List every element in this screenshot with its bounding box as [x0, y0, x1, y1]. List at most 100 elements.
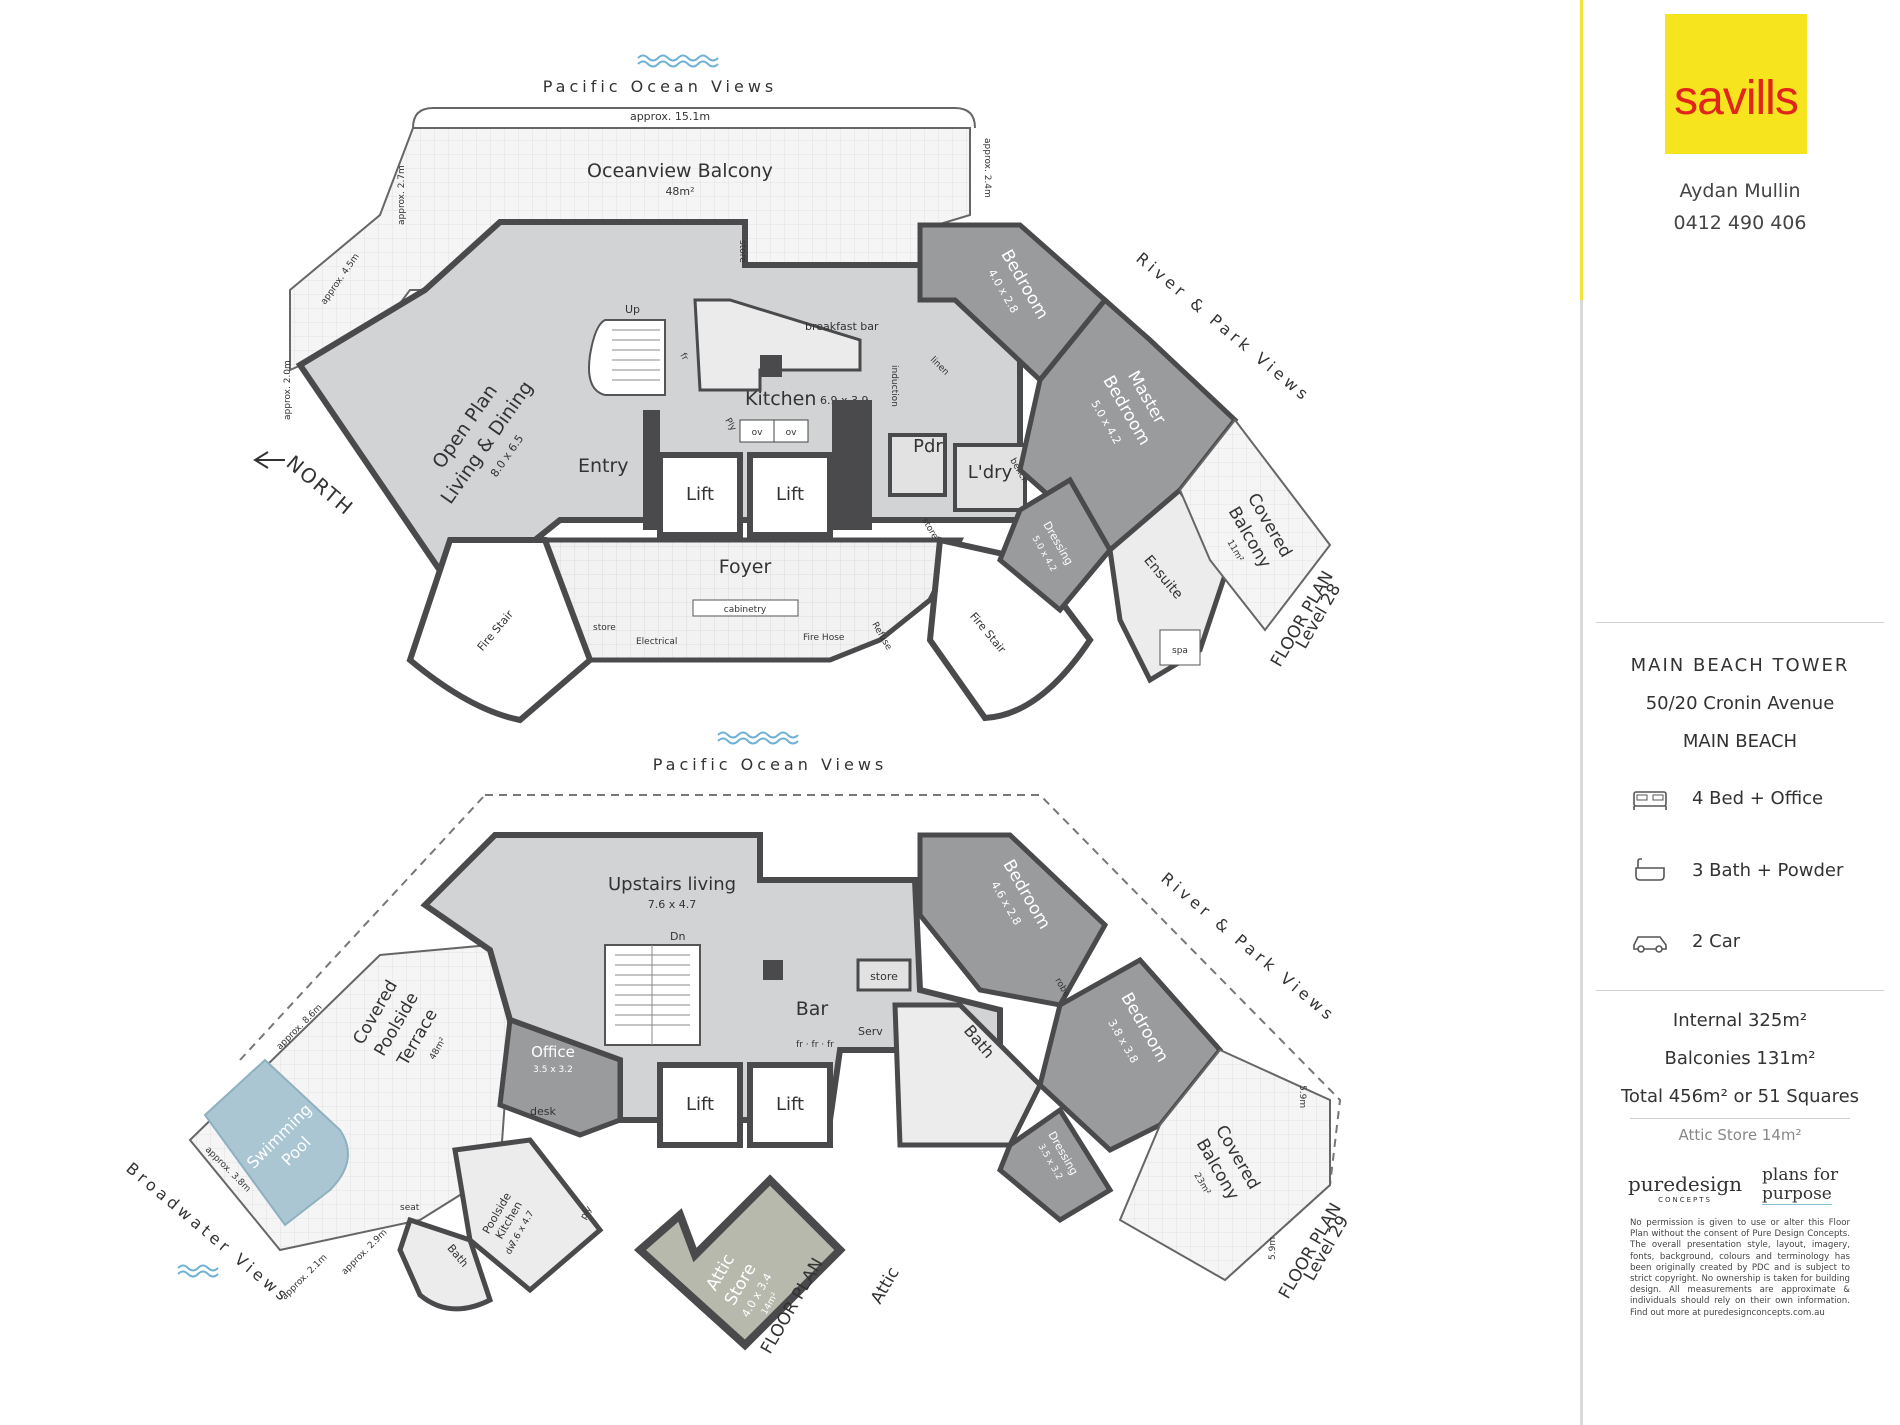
wave-icon — [717, 731, 799, 745]
office-label: Office — [531, 1043, 575, 1061]
up-label: Up — [625, 303, 640, 316]
north-label: NORTH — [282, 450, 359, 520]
store-label-l29: store — [870, 970, 898, 983]
divider — [1630, 1118, 1850, 1119]
views-top-label-l29: Pacific Ocean Views — [653, 755, 888, 774]
oven-2: ov — [786, 428, 798, 438]
bathroom-l29 — [892, 1002, 1044, 1148]
lift-2-label: Lift — [776, 484, 804, 505]
fridges-label: fr · fr · fr — [796, 1040, 834, 1050]
bath-icon — [1635, 858, 1665, 881]
savills-logo: savills — [1665, 14, 1807, 154]
plans-line-1: plans for — [1762, 1165, 1839, 1185]
feature-cars: 2 Car — [1630, 926, 1740, 956]
attic-plan: Attic Store 4.0 x 3.4 14m² FLOOR PLAN At… — [633, 1174, 904, 1358]
suburb: MAIN BEACH — [1682, 731, 1798, 752]
lift-1-label: Lift — [686, 484, 714, 505]
logo-text: savills — [1674, 71, 1799, 125]
puredesign-logo: puredesign CONCEPTS — [1628, 1172, 1742, 1204]
fire-stair-2 — [926, 536, 1094, 722]
oven-1: ov — [752, 428, 764, 438]
lift-2-l29-label: Lift — [776, 1094, 804, 1115]
lift-1-l29 — [657, 1062, 743, 1148]
covered-balcony-l28 — [1178, 418, 1332, 632]
balconies-area: Balconies 131m² — [1664, 1048, 1816, 1069]
dressing-l29 — [997, 1106, 1114, 1224]
fire-stair-1 — [406, 537, 594, 724]
seat-label: seat — [400, 1203, 420, 1213]
dim-left-1: approx. 2.7m — [397, 165, 407, 225]
attic-area-summary: Attic Store 14m² — [1678, 1126, 1802, 1144]
breakfast-label: breakfast bar — [805, 320, 879, 333]
induction-label: induction — [889, 365, 899, 407]
spa-label: spa — [1172, 646, 1188, 656]
tower-name: MAIN BEACH TOWER — [1630, 655, 1850, 676]
laundry-label: L'dry — [968, 462, 1013, 483]
level-29-plan: Pacific Ocean Views Covered Poolside Ter… — [122, 731, 1353, 1312]
views-top-label: Pacific Ocean Views — [543, 77, 778, 96]
sidebar-accent — [1580, 0, 1583, 300]
stair-down — [604, 944, 701, 1046]
plans-for-purpose-logo: plans for purpose — [1762, 1166, 1838, 1205]
powder-room — [888, 433, 947, 497]
wave-icon — [637, 54, 719, 68]
covered-balcony-l29 — [1118, 1048, 1331, 1282]
upstairs-living — [420, 832, 1003, 1123]
attic-store — [633, 1174, 846, 1351]
puredesign-sub: CONCEPTS — [1658, 1196, 1712, 1204]
floor-plan-drawing: Pacific Ocean Views approx. 15.1m approx… — [122, 54, 1353, 1358]
balcony-label: Oceanview Balcony — [587, 160, 773, 182]
views-right-label-l29: River & Park Views — [1157, 869, 1339, 1026]
divider — [1596, 622, 1884, 623]
breakfast-bar — [693, 298, 862, 392]
office — [497, 1016, 623, 1138]
fire-hose-label: Fire Hose — [803, 633, 845, 643]
total-area: Total 456m² or 51 Squares — [1620, 1086, 1860, 1107]
serv-label: Serv — [858, 1025, 883, 1038]
plans-line-2: purpose — [1762, 1184, 1832, 1205]
lift-2 — [747, 452, 833, 538]
feature-baths-label: 3 Bath + Powder — [1692, 859, 1844, 881]
dim-f: 5.9m — [1268, 1237, 1278, 1260]
feature-baths: 3 Bath + Powder — [1630, 855, 1843, 885]
powder-label: Pdr — [913, 436, 943, 457]
address: 50/20 Cronin Avenue — [1645, 693, 1835, 714]
swimming-pool — [203, 1058, 349, 1227]
disclaimer: No permission is given to use or alter t… — [1630, 1218, 1850, 1318]
plan-level-attic: Attic — [867, 1264, 904, 1308]
north-arrow-icon — [253, 451, 285, 469]
divider — [1596, 990, 1884, 991]
foyer-label: Foyer — [719, 556, 772, 578]
upstairs-living-dim: 7.6 x 4.7 — [648, 898, 697, 911]
sidebar-divider — [1580, 0, 1583, 1425]
feature-beds: 4 Bed + Office — [1630, 783, 1823, 813]
desk-label: desk — [530, 1105, 556, 1118]
wave-icon — [177, 1264, 219, 1278]
kitchen-label: Kitchen — [745, 388, 816, 410]
dn-label: Dn — [670, 930, 685, 943]
office-dim: 3.5 x 3.2 — [533, 1065, 573, 1075]
entry-label: Entry — [578, 455, 629, 477]
dressing-l28 — [997, 476, 1114, 614]
fridge-label: fr — [677, 352, 689, 363]
cabinetry-label: cabinetry — [724, 605, 767, 615]
dim-left-3: approx. 2.0m — [283, 360, 293, 420]
dim-top: approx. 15.1m — [630, 110, 710, 123]
car-icon — [1633, 936, 1667, 953]
electrical-label: Electrical — [636, 637, 677, 647]
puredesign-text: puredesign — [1628, 1172, 1743, 1196]
dim-right: approx. 2.4m — [982, 138, 992, 198]
lift-2-l29 — [747, 1062, 833, 1148]
lift-1-l29-label: Lift — [686, 1094, 714, 1115]
poolside-kitchen — [452, 1137, 604, 1294]
store-label-2: store — [737, 240, 747, 263]
stair-up — [588, 319, 666, 396]
level-28-plan: Pacific Ocean Views approx. 15.1m approx… — [253, 54, 1345, 724]
agent-name: Aydan Mullin — [1679, 180, 1801, 202]
balcony-area: 48m² — [665, 185, 694, 198]
agent-phone[interactable]: 0412 490 406 — [1673, 212, 1807, 234]
bar-label: Bar — [796, 998, 829, 1020]
bed-icon — [1633, 791, 1667, 810]
feature-beds-label: 4 Bed + Office — [1692, 787, 1824, 809]
internal-area: Internal 325m² — [1672, 1010, 1808, 1031]
